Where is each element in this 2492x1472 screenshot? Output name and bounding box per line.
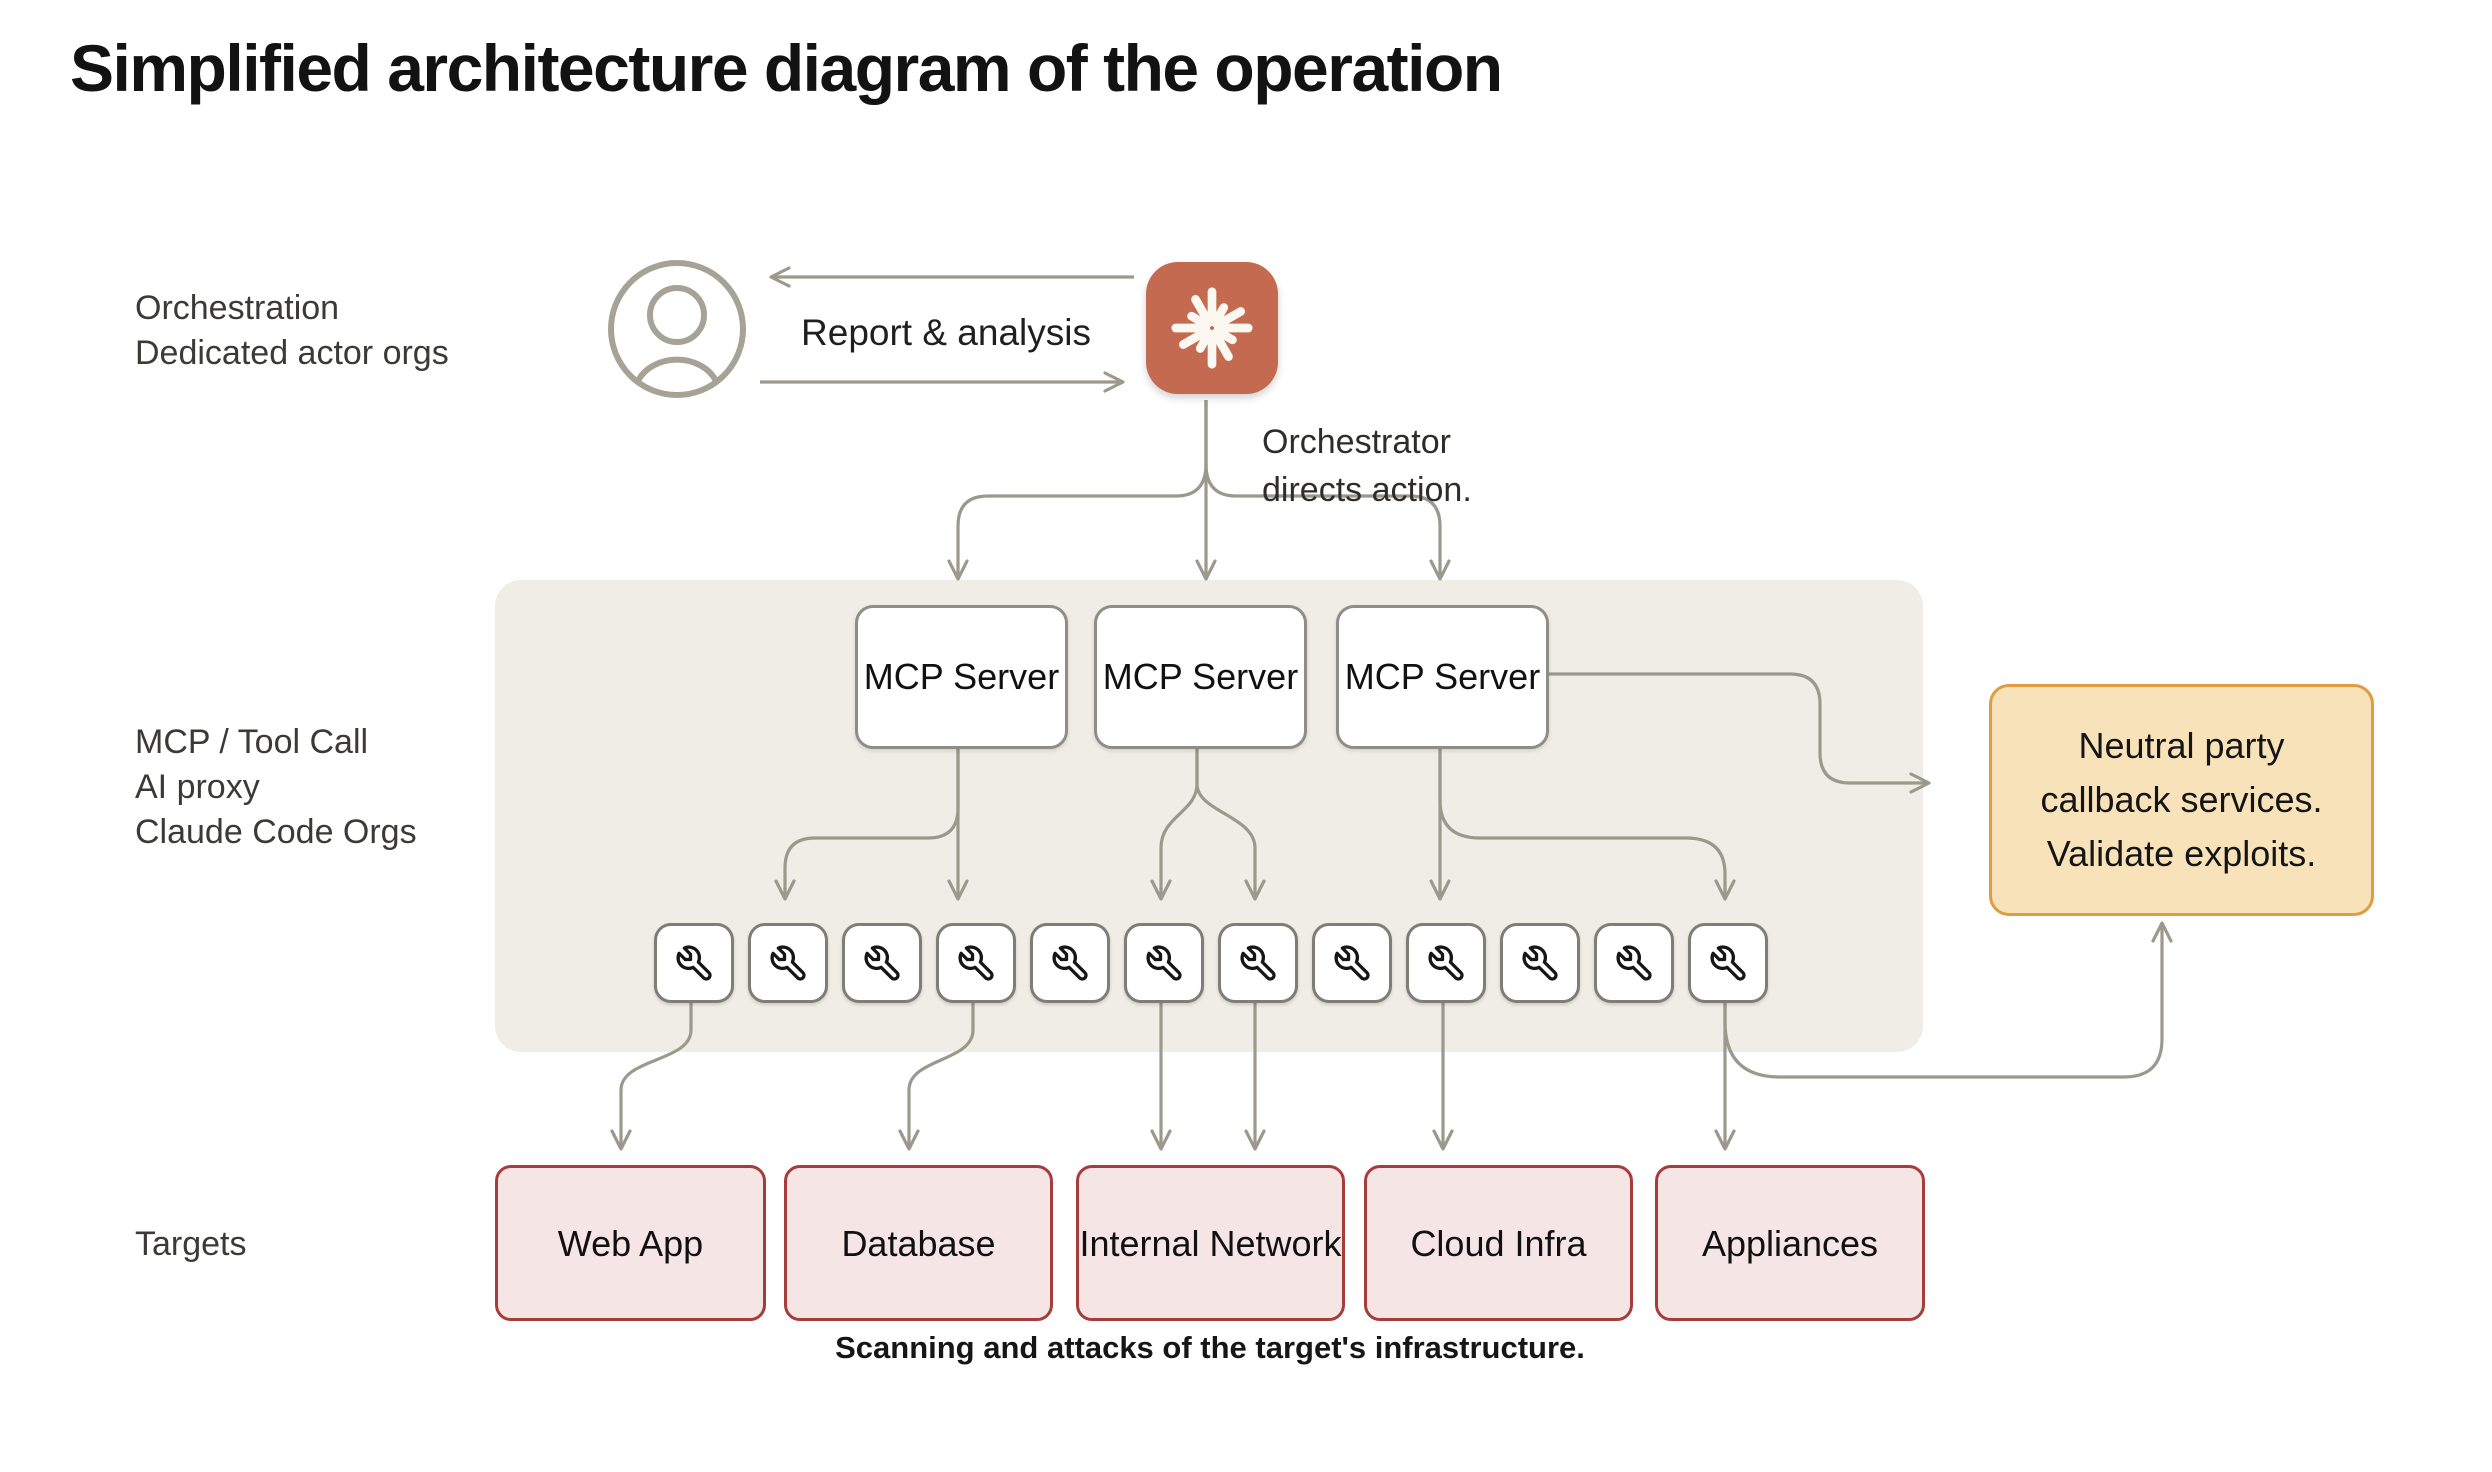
wrench-icon (1616, 945, 1652, 981)
directs-action-label: Orchestrator directs action. (1262, 418, 1472, 515)
tool-icon-box-9 (1406, 923, 1486, 1003)
mcp-server-box-3: MCP Server (1336, 605, 1549, 749)
label-targets-layer: Targets (135, 1225, 247, 1263)
starburst-glyph (1171, 287, 1253, 369)
claude-starburst-icon (1146, 262, 1278, 394)
target-box-database: Database (784, 1165, 1053, 1321)
neutral-party-line2: callback services. (2040, 779, 2323, 820)
tool-icon-box-4 (936, 923, 1016, 1003)
page-title: Simplified architecture diagram of the o… (70, 31, 1503, 105)
neutral-party-line3: Validate exploits. (2046, 833, 2317, 874)
person-in-circle-icon (608, 260, 746, 398)
wrench-icon (1522, 945, 1558, 981)
label-mcp-line1: MCP / Tool Call (135, 723, 369, 761)
wrench-icon (1146, 945, 1182, 981)
mcp-server-box-2: MCP Server (1094, 605, 1307, 749)
wrench-icon (864, 945, 900, 981)
target-box-internal-network: Internal Network (1076, 1165, 1345, 1321)
bottom-caption: Scanning and attacks of the target's inf… (835, 1330, 1585, 1365)
tool-icon-box-6 (1124, 923, 1204, 1003)
wrench-icon (770, 945, 806, 981)
wrench-icon (1428, 945, 1464, 981)
target-box-cloud-infra: Cloud Infra (1364, 1165, 1633, 1321)
label-mcp-line2: AI proxy (135, 767, 260, 806)
target-box-web-app: Web App (495, 1165, 766, 1321)
wrench-icon (1240, 945, 1276, 981)
tool-icon-box-2 (748, 923, 828, 1003)
tool-icon-box-1 (654, 923, 734, 1003)
label-mcp-line3: Claude Code Orgs (135, 812, 417, 851)
target-box-appliances: Appliances (1655, 1165, 1925, 1321)
wrench-icon (958, 945, 994, 981)
label-orchestration-line1: Orchestration (135, 289, 340, 327)
tool-icon-box-3 (842, 923, 922, 1003)
wrench-icon (1052, 945, 1088, 981)
wrench-icon (1334, 945, 1370, 981)
wrench-icon (1710, 945, 1746, 981)
directs-action-line1: Orchestrator (1262, 423, 1451, 461)
mcp-server-box-1: MCP Server (855, 605, 1068, 749)
wrench-icon (676, 945, 712, 981)
label-mcp-layer: MCP / Tool Call AI proxy Claude Code Org… (135, 720, 417, 855)
label-orchestration-line2: Dedicated actor orgs (135, 333, 449, 372)
tool-icon-box-7 (1218, 923, 1298, 1003)
neutral-party-box: Neutral party callback services. Validat… (1989, 684, 2374, 916)
report-analysis-label: Report & analysis (801, 312, 1091, 353)
neutral-party-line1: Neutral party (2078, 725, 2285, 766)
arrow-orchestrator-to-mcp1 (947, 400, 1208, 581)
tool-icon-box-5 (1030, 923, 1110, 1003)
label-orchestration-layer: Orchestration Dedicated actor orgs (135, 286, 449, 376)
tool-icon-box-8 (1312, 923, 1392, 1003)
tool-icon-box-10 (1500, 923, 1580, 1003)
tool-icon-box-12 (1688, 923, 1768, 1003)
tool-icon-box-11 (1594, 923, 1674, 1003)
directs-action-line2: directs action. (1262, 471, 1472, 510)
